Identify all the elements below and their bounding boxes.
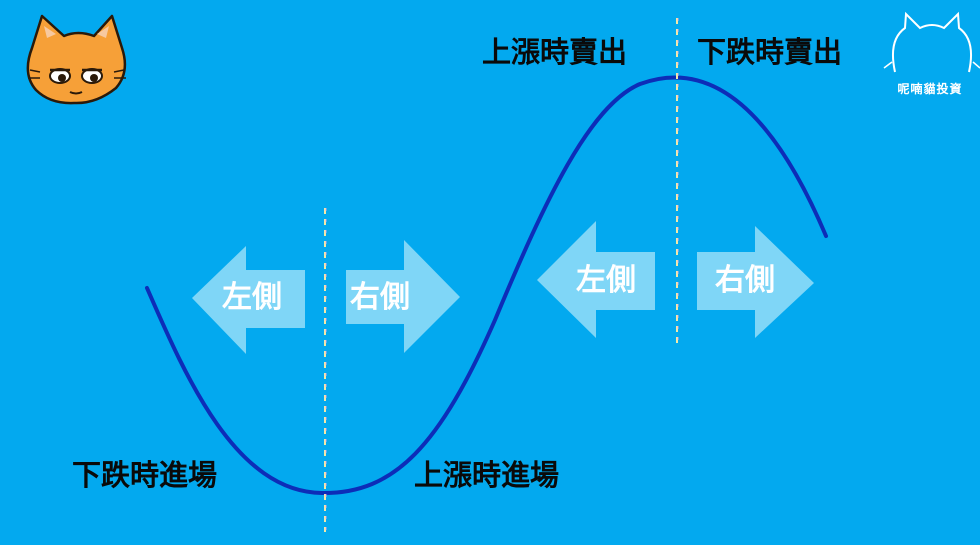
peak-left-side-label: 左側 bbox=[576, 263, 636, 298]
peak-right-arrow bbox=[697, 226, 814, 338]
brand-cat-logo-icon bbox=[883, 11, 980, 73]
trough-left-arrow bbox=[192, 246, 305, 354]
trough-right-side-label: 右側 bbox=[350, 280, 410, 315]
downtrend-entry-label: 下跌時進場 bbox=[72, 458, 218, 492]
price-wave-curve bbox=[145, 75, 828, 496]
trough-right-arrow bbox=[346, 240, 460, 353]
brand-name: 呢喃貓投資 bbox=[897, 82, 963, 96]
peak-right-side-label: 右側 bbox=[715, 263, 775, 298]
uptrend-sell-label: 上漲時賣出 bbox=[482, 35, 628, 69]
trough-left-side-label: 左側 bbox=[222, 280, 282, 315]
uptrend-entry-label: 上漲時進場 bbox=[414, 458, 560, 492]
downtrend-sell-label: 下跌時賣出 bbox=[697, 35, 843, 69]
cat-mascot-icon bbox=[26, 14, 127, 105]
peak-left-arrow bbox=[537, 221, 655, 338]
